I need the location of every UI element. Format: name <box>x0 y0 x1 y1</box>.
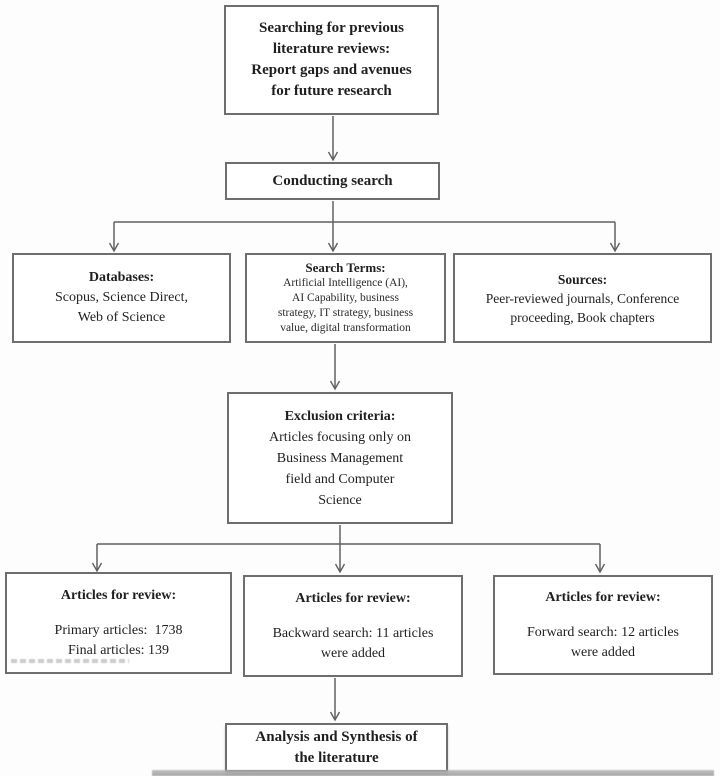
box-databases: Databases: Scopus, Science Direct, Web o… <box>12 253 231 343</box>
faint-print-artifact <box>11 659 129 663</box>
box-search-terms: Search Terms: Artificial Intelligence (A… <box>245 253 446 343</box>
box-heading: Articles for review: <box>60 587 177 603</box>
box-articles-review-primary: Articles for review: Primary articles: 1… <box>5 572 232 674</box>
scan-edge-shadow <box>152 770 714 776</box>
box-heading: Articles for review: <box>545 589 661 605</box>
box-sources: Sources: Peer-reviewed journals, Confere… <box>453 253 712 343</box>
box-conducting-search: Conducting search <box>225 162 440 200</box>
box-heading: Articles for review: <box>295 590 411 606</box>
box-body: Backward search: 11 articles were added <box>272 625 434 661</box>
box-body: Primary articles: 1738 Final articles: 1… <box>54 622 183 658</box>
box-body: Forward search: 12 articles were added <box>527 624 679 660</box>
box-heading: Exclusion criteria: <box>284 408 396 424</box>
box-heading: Search Terms: <box>305 260 386 275</box>
box-heading: Sources: <box>557 271 608 287</box>
box-analysis-synthesis: Analysis and Synthesis of the literature <box>225 723 448 772</box>
box-title: Searching for previous literature review… <box>251 20 412 99</box>
box-body: Articles focusing only on Business Manag… <box>269 429 411 508</box>
box-body: Scopus, Science Direct, Web of Science <box>55 290 188 325</box>
box-title: Analysis and Synthesis of the literature <box>255 728 418 766</box>
box-exclusion-criteria: Exclusion criteria: Articles focusing on… <box>227 392 453 524</box>
box-heading: Databases: <box>88 270 155 285</box>
box-title: Conducting search <box>272 172 393 189</box>
box-body: Artificial Intelligence (AI), AI Capabil… <box>277 277 414 334</box>
box-body: Peer-reviewed journals, Conference proce… <box>485 290 680 325</box>
box-search-previous-reviews: Searching for previous literature review… <box>224 5 439 115</box>
box-articles-review-backward: Articles for review: Backward search: 11… <box>243 575 463 677</box>
box-articles-review-forward: Articles for review: Forward search: 12 … <box>493 575 713 675</box>
